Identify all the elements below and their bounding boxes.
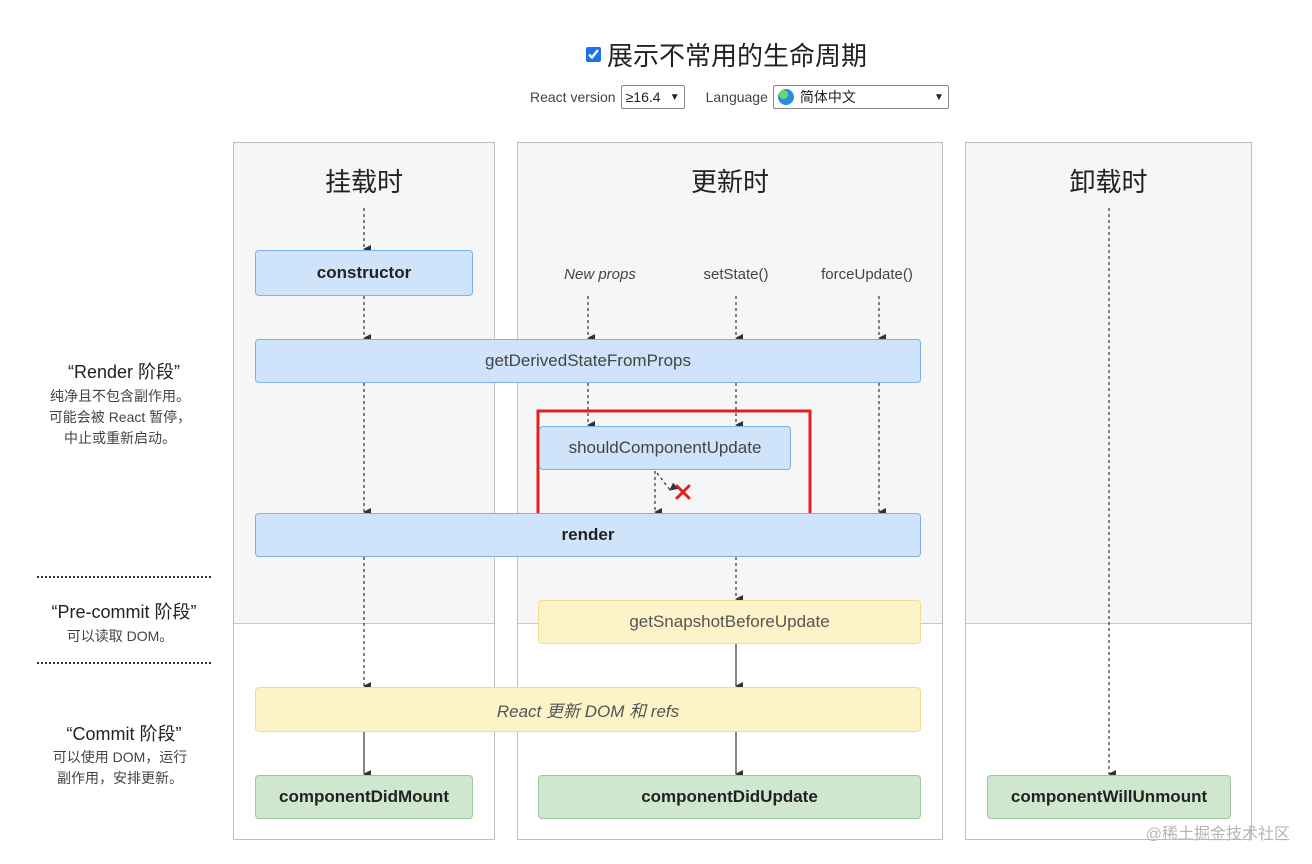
render-box: render	[255, 513, 921, 557]
precommit-phase-desc: 可以读取 DOM。	[20, 626, 220, 647]
should-update-box: shouldComponentUpdate	[539, 426, 791, 470]
react-version-select[interactable]: ≥16.4 ▼	[620, 85, 685, 109]
get-snapshot-box: getSnapshotBeforeUpdate	[538, 600, 921, 644]
will-unmount-box: componentWillUnmount	[987, 775, 1231, 819]
render-phase-desc-line: 中止或重新启动。	[64, 430, 176, 446]
get-derived-state-box: getDerivedStateFromProps	[255, 339, 921, 383]
header-title: 展示不常用的生命周期	[586, 36, 867, 72]
language-label: Language	[705, 89, 768, 105]
phase-divider	[37, 576, 211, 578]
precommit-phase-title: “Pre-commit 阶段”	[51, 602, 197, 622]
commit-phase-desc-line: 副作用，安排更新。	[57, 770, 183, 786]
react-updates-box: React 更新 DOM 和 refs	[255, 687, 921, 732]
trigger-set-state: setState()	[703, 266, 769, 283]
cancel-x-icon	[675, 484, 691, 500]
commit-phase-title: “Commit 阶段”	[66, 724, 182, 744]
chevron-down-icon: ▼	[669, 91, 680, 103]
controls-bar: React version ≥16.4 ▼ Language 简体中文 ▼	[530, 84, 949, 110]
language-value: 简体中文	[799, 89, 856, 105]
mounting-title: 挂载时	[324, 167, 403, 197]
render-phase-desc-line: 纯净且不包含副作用。	[50, 388, 190, 404]
did-update-box: componentDidUpdate	[538, 775, 921, 819]
watermark: @稀土掘金技术社区	[1145, 826, 1290, 843]
precommit-phase-desc-line: 可以读取 DOM。	[66, 628, 174, 644]
arrow-should-stop	[656, 472, 678, 491]
render-phase-desc-line: 可能会被 React 暂停，	[48, 409, 192, 425]
react-version-value: ≥16.4	[625, 89, 661, 105]
react-version-label: React version	[530, 89, 616, 105]
chevron-down-icon: ▼	[933, 91, 944, 103]
trigger-force-update: forceUpdate()	[821, 266, 913, 283]
language-select[interactable]: 简体中文 ▼	[772, 85, 949, 109]
globe-icon	[777, 89, 794, 105]
render-phase-desc: 纯净且不包含副作用。 可能会被 React 暂停， 中止或重新启动。	[20, 386, 220, 449]
constructor-box: constructor	[255, 250, 473, 296]
show-uncommon-checkbox[interactable]	[586, 46, 601, 62]
phase-divider	[37, 662, 211, 664]
did-mount-box: componentDidMount	[255, 775, 473, 819]
show-uncommon-label: 展示不常用的生命周期	[607, 40, 868, 71]
render-phase-title: “Render 阶段”	[67, 362, 181, 382]
trigger-new-props: New props	[564, 266, 636, 283]
updating-title: 更新时	[690, 167, 769, 197]
unmounting-title: 卸载时	[1069, 167, 1148, 197]
commit-phase-desc-line: 可以使用 DOM，运行	[52, 749, 188, 765]
commit-phase-desc: 可以使用 DOM，运行 副作用，安排更新。	[20, 747, 220, 789]
